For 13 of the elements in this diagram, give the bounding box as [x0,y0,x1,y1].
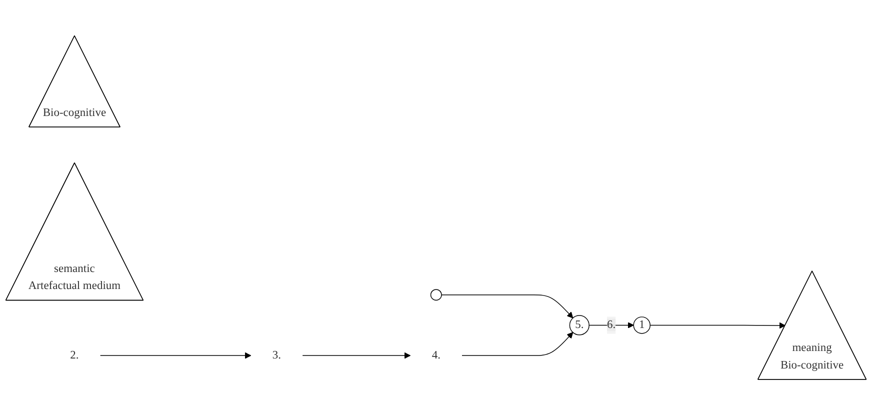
arrow [441,294,574,319]
arrow [588,322,634,329]
node-text: 2. [70,350,79,362]
arrow [100,352,252,360]
arrow [650,322,786,330]
node-circle: 5. [569,316,590,336]
node-circle: 1 [633,317,650,334]
node-text: 3. [272,350,282,362]
edge-label: 6. [607,319,616,332]
arrow [302,352,411,360]
node-text: 4. [432,350,440,362]
node-circle [430,290,442,302]
arrow [462,332,574,356]
